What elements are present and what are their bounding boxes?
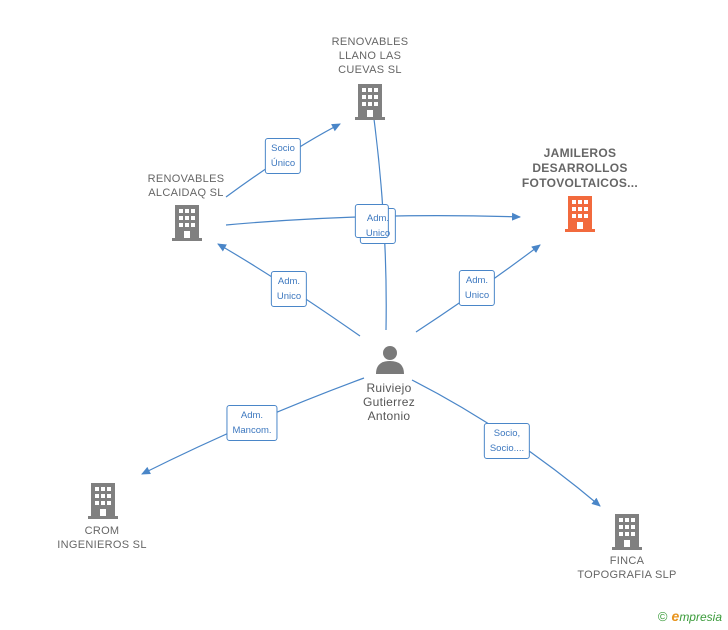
empresia-watermark: ©empresia <box>658 608 722 624</box>
building-icon[interactable] <box>612 514 642 550</box>
node-label-finca[interactable]: FINCA TOPOGRAFIA SLP <box>577 555 677 581</box>
edge-label-socio-unico[interactable]: Socio Único <box>264 138 302 174</box>
node-label-jamileros[interactable]: JAMILEROS DESARROLLOS FOTOVOLTAICOS... <box>521 146 639 190</box>
brand-name: mpresia <box>679 610 722 624</box>
edge-label-adm-unico-jamileros[interactable]: Adm. Unico <box>458 270 496 306</box>
node-label-crom[interactable]: CROM INGENIEROS SL <box>57 525 147 551</box>
edge-label-socio-socio[interactable]: Socio, Socio.... <box>483 423 531 459</box>
edge-label-adm-mancom[interactable]: Adm. Mancom. <box>226 405 278 441</box>
node-label-renovables-llano[interactable]: RENOVABLES LLANO LAS CUEVAS SL <box>331 36 409 76</box>
building-icon[interactable] <box>355 84 385 120</box>
brand-initial: e <box>671 608 680 624</box>
edge-label-adm-unico-alcaidaq[interactable]: Adm. Unico <box>270 271 308 307</box>
building-icon[interactable] <box>88 483 118 519</box>
person-icon[interactable] <box>375 344 405 374</box>
edge-label-adm-unico-stacked[interactable]: Adm. Unico <box>354 204 397 244</box>
copyright-symbol: © <box>657 609 668 624</box>
node-label-person[interactable]: Ruiviejo Gutierrez Antonio <box>362 381 416 423</box>
building-icon[interactable] <box>172 205 202 241</box>
node-label-renovables-alcaidaq[interactable]: RENOVABLES ALCAIDAQ SL <box>147 173 225 199</box>
building-icon-highlight[interactable] <box>565 196 595 232</box>
